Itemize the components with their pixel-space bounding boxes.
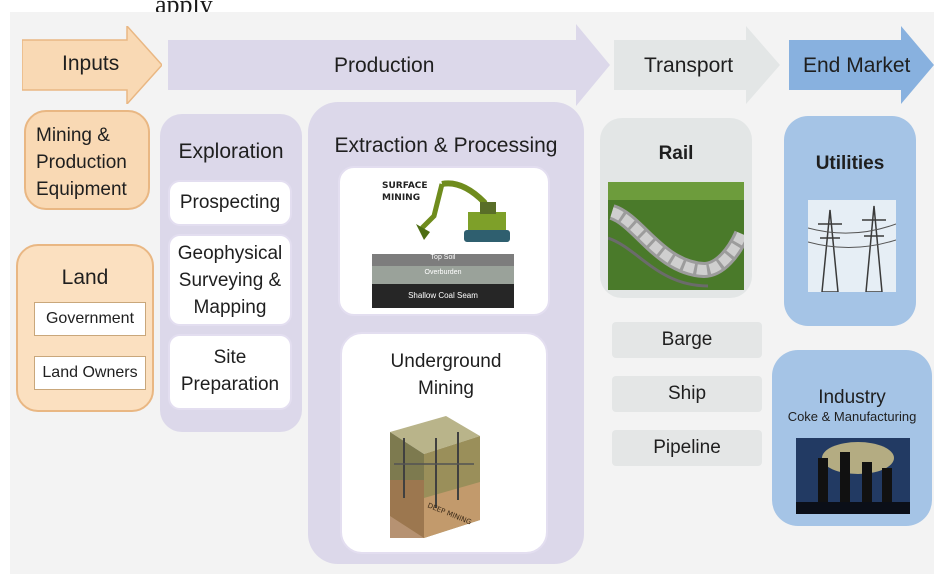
exploration-item-geophysical: Geophysical Surveying & Mapping [168,234,292,326]
surface-layer-top-soil: Top Soil [430,254,456,261]
production-label: Production [334,54,435,77]
land-title: Land [61,266,109,289]
surface-layer-coal-seam: Shallow Coal Seam [408,291,478,300]
exploration-box: Exploration Prospecting Geophysical Surv… [160,114,302,432]
extraction-title: Extraction & Processing [334,134,558,157]
utilities-image [808,200,896,292]
exploration-item-prospecting: Prospecting [168,180,292,226]
exploration-title: Exploration [178,140,284,163]
utilities-title: Utilities [815,153,885,174]
industry-image [796,438,910,514]
transport-mode-barge: Barge [612,322,762,358]
rail-title: Rail [658,143,694,164]
industry-title: Industry [818,387,886,408]
transport-mode-ship: Ship [612,376,762,412]
extraction-box: Extraction & Processing SURFACE MINING T… [308,102,584,564]
rail-box: Rail [600,118,752,298]
inputs-arrow: Inputs [22,26,162,104]
underground-mining-title: Underground Mining [390,351,502,399]
land-box: Land Government Land Owners [16,244,154,412]
transport-mode-pipeline: Pipeline [612,430,762,466]
surface-mining-card: SURFACE MINING Top Soil Overburden Shall… [338,166,550,316]
end-market-arrow: End Market [789,26,934,104]
land-item-government: Government [34,302,146,336]
underground-mining-image: DEEP MINING [384,408,482,540]
transport-label: Transport [644,54,734,77]
rail-image [608,182,744,290]
transport-arrow: Transport [614,26,780,104]
industry-box: Industry Coke & Manufacturing [772,350,932,526]
utilities-box: Utilities [784,116,916,326]
industry-subtitle: Coke & Manufacturing [787,409,917,424]
end-market-label: End Market [803,54,911,77]
inputs-label: Inputs [62,52,120,75]
production-arrow: Production [168,24,610,106]
surface-mining-label: SURFACE MINING [382,181,428,203]
surface-layer-overburden: Overburden [424,269,462,276]
exploration-item-site-preparation: Site Preparation [168,334,292,410]
land-item-land-owners: Land Owners [34,356,146,390]
underground-mining-card: Underground Mining DEEP MINING [340,332,548,554]
mining-equipment-label: Mining & Production Equipment [36,125,127,200]
surface-mining-image: SURFACE MINING Top Soil Overburden Shall… [372,176,514,308]
mining-equipment-box: Mining & Production Equipment [24,110,150,210]
